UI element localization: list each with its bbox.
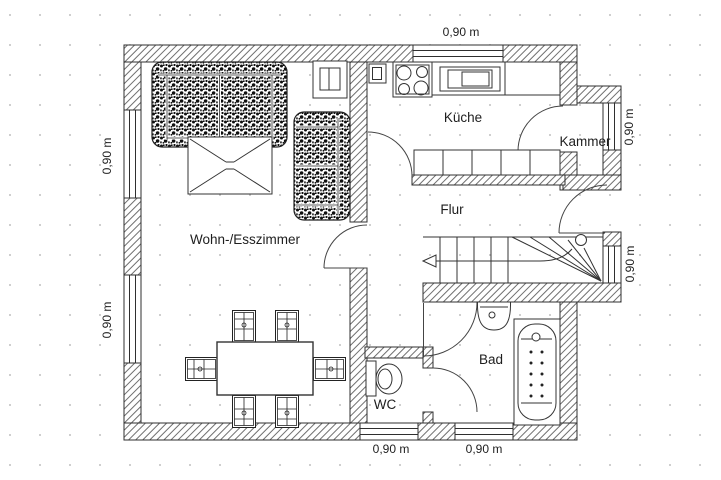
window-bottom-toilet bbox=[359, 422, 419, 441]
room-label-kitchen: Küche bbox=[444, 110, 482, 125]
dimension-label-pantry-window: 0,90 m bbox=[622, 109, 636, 146]
tv-sideboard bbox=[312, 60, 348, 99]
staircase bbox=[421, 234, 603, 283]
doors-layer bbox=[323, 105, 608, 413]
wall-pantry-bay-east-lower bbox=[602, 149, 622, 176]
wall-living-hall-upper bbox=[349, 61, 368, 223]
wall-wc-top bbox=[364, 346, 426, 359]
dimension-label-bathroom-window: 0,90 m bbox=[466, 442, 503, 456]
coffee-table bbox=[187, 136, 273, 195]
window-left-lower bbox=[123, 274, 142, 364]
window-left-upper bbox=[123, 109, 142, 199]
wall-kitchen-hall bbox=[411, 174, 566, 186]
dimension-label-left-upper-window: 0,90 m bbox=[100, 138, 114, 175]
door-arc-wc bbox=[432, 367, 478, 413]
dining-set bbox=[185, 310, 346, 428]
wall-bottom-middle bbox=[417, 422, 456, 441]
wall-east-upper bbox=[559, 61, 578, 106]
bathtub bbox=[513, 318, 561, 426]
room-label-living: Wohn-/Esszimmer bbox=[190, 232, 301, 247]
wall-stair-bay-bottom bbox=[422, 282, 622, 303]
sofa-top bbox=[151, 61, 288, 148]
wall-wc-bath-upper bbox=[422, 346, 434, 369]
door-arc-bathroom bbox=[423, 302, 478, 357]
bathroom-fixtures bbox=[365, 301, 561, 426]
dimension-label-stairs-window: 0,90 m bbox=[623, 246, 637, 283]
door-arc-living bbox=[323, 224, 368, 269]
wall-stair-bay-stub bbox=[602, 231, 622, 247]
room-label-hallway: Flur bbox=[440, 202, 464, 217]
window-stairs-east bbox=[602, 245, 622, 284]
dining-table bbox=[216, 341, 314, 396]
door-arc-kitchen bbox=[367, 131, 413, 177]
dimension-label-left-lower-window: 0,90 m bbox=[100, 302, 114, 339]
chair bbox=[313, 357, 346, 381]
kitchen-counter-top bbox=[431, 61, 561, 96]
kitchen-sink bbox=[439, 66, 501, 92]
wall-wc-bath-lower bbox=[422, 411, 434, 424]
wall-left-middle bbox=[123, 197, 142, 276]
kitchen-counter-lower bbox=[413, 149, 561, 176]
washbasin bbox=[476, 301, 512, 331]
stairs-walk-line bbox=[433, 248, 573, 262]
room-label-toilet: WC bbox=[374, 397, 397, 412]
chair bbox=[232, 395, 256, 428]
dimension-label-toilet-window: 0,90 m bbox=[373, 442, 410, 456]
living-room-furniture bbox=[151, 60, 351, 428]
wall-pantry-bay-top bbox=[576, 85, 622, 104]
chair bbox=[232, 310, 256, 343]
window-bottom-bathroom bbox=[454, 422, 514, 441]
chair bbox=[275, 395, 299, 428]
wall-top-right bbox=[502, 44, 578, 63]
windows-layer bbox=[123, 44, 622, 441]
door-arc-entrance bbox=[558, 184, 608, 234]
room-label-bathroom: Bad bbox=[479, 352, 503, 367]
wall-bottom-right bbox=[512, 422, 578, 441]
chair bbox=[275, 310, 299, 343]
dimension-label-top-window: 0,90 m bbox=[443, 25, 480, 39]
door-arc-pantry bbox=[517, 105, 564, 152]
wall-living-hall-lower bbox=[349, 267, 368, 424]
toilet bbox=[365, 360, 403, 397]
chair bbox=[185, 357, 218, 381]
window-pantry-east bbox=[602, 102, 622, 151]
stove bbox=[392, 61, 433, 98]
wall-top-left bbox=[123, 44, 414, 63]
kitchen-fixtures bbox=[368, 61, 561, 176]
stairs-newel-post bbox=[575, 234, 587, 246]
stairs-direction-arrow bbox=[421, 254, 437, 268]
room-label-pantry: Kammer bbox=[559, 134, 611, 149]
labels-layer: Wohn-/Esszimmer Küche Kammer Flur Bad WC… bbox=[100, 25, 637, 456]
window-top bbox=[412, 44, 504, 63]
kitchen-wall-box bbox=[368, 63, 387, 84]
wall-east-lower bbox=[559, 301, 578, 424]
sofa-right bbox=[293, 111, 351, 221]
